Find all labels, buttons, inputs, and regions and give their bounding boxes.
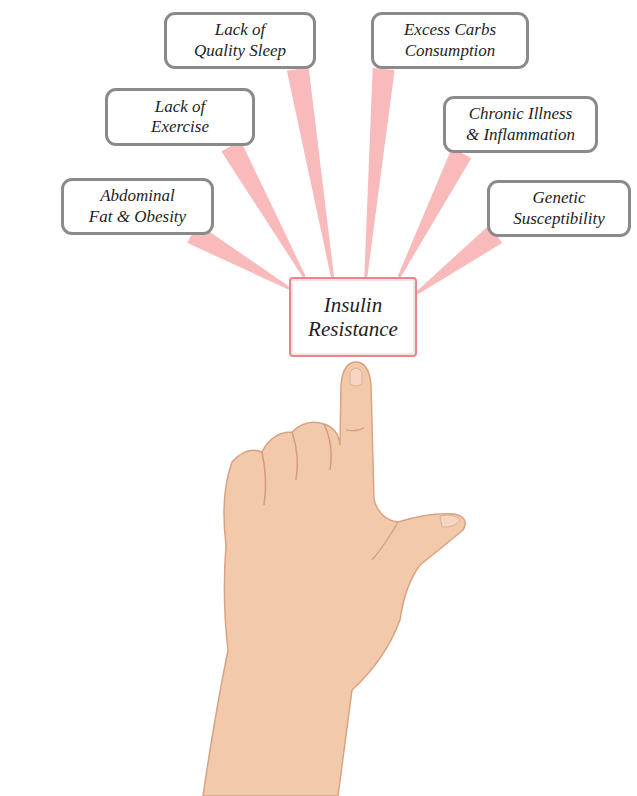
beam-connector: [364, 68, 394, 277]
central-label: Insulin Resistance: [301, 293, 405, 341]
cause-box: Abdominal Fat & Obesity: [61, 178, 214, 235]
beam-connector: [287, 67, 334, 277]
cause-label: Abdominal Fat & Obesity: [71, 186, 204, 227]
central-box: Insulin Resistance: [289, 277, 417, 357]
finger-crease: [346, 428, 364, 431]
beam-connector: [416, 225, 502, 294]
cause-box: Lack of Quality Sleep: [164, 12, 316, 69]
hand-shape: [203, 362, 465, 796]
cause-box: Lack of Exercise: [105, 88, 255, 146]
cause-box: Chronic Illness & Inflammation: [443, 96, 598, 153]
finger-crease: [324, 424, 331, 470]
cause-label: Chronic Illness & Inflammation: [453, 104, 588, 145]
cause-box: Excess Carbs Consumption: [371, 12, 529, 69]
finger-crease: [292, 432, 297, 480]
fingernail: [350, 368, 362, 386]
thumb-crease: [372, 522, 398, 560]
cause-label: Excess Carbs Consumption: [381, 20, 519, 61]
cause-label: Lack of Exercise: [130, 97, 230, 138]
cause-box: Genetic Susceptibility: [487, 180, 631, 237]
thumbnail: [440, 515, 460, 527]
cause-label: Lack of Quality Sleep: [174, 20, 306, 61]
finger-crease: [262, 452, 266, 505]
cause-label: Genetic Susceptibility: [497, 188, 621, 229]
